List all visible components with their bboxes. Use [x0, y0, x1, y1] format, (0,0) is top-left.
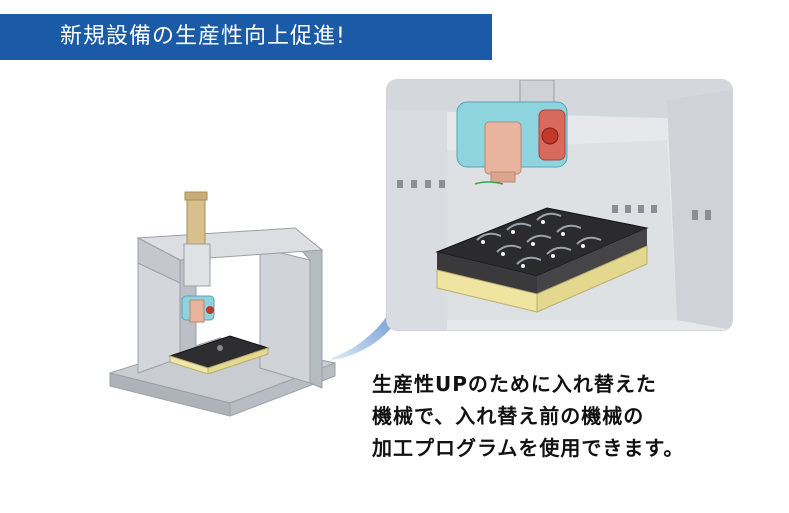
banner-title: 新規設備の生産性向上促進! [60, 24, 346, 49]
description-text: 生産性UPのために入れ替えた 機械で、入れ替え前の機械の 加工プログラムを使用で… [372, 368, 772, 464]
title-banner: 新規設備の生産性向上促進! [0, 14, 492, 60]
closeup-machine-illustration [387, 80, 732, 330]
description-line-2: 機械で、入れ替え前の機械の [372, 404, 645, 428]
description-line-1: 生産性UPのために入れ替えた [372, 372, 657, 396]
description-line-3: 加工プログラムを使用できます。 [372, 436, 685, 460]
gantry-machine-illustration [108, 191, 337, 417]
closeup-panel [387, 80, 732, 330]
